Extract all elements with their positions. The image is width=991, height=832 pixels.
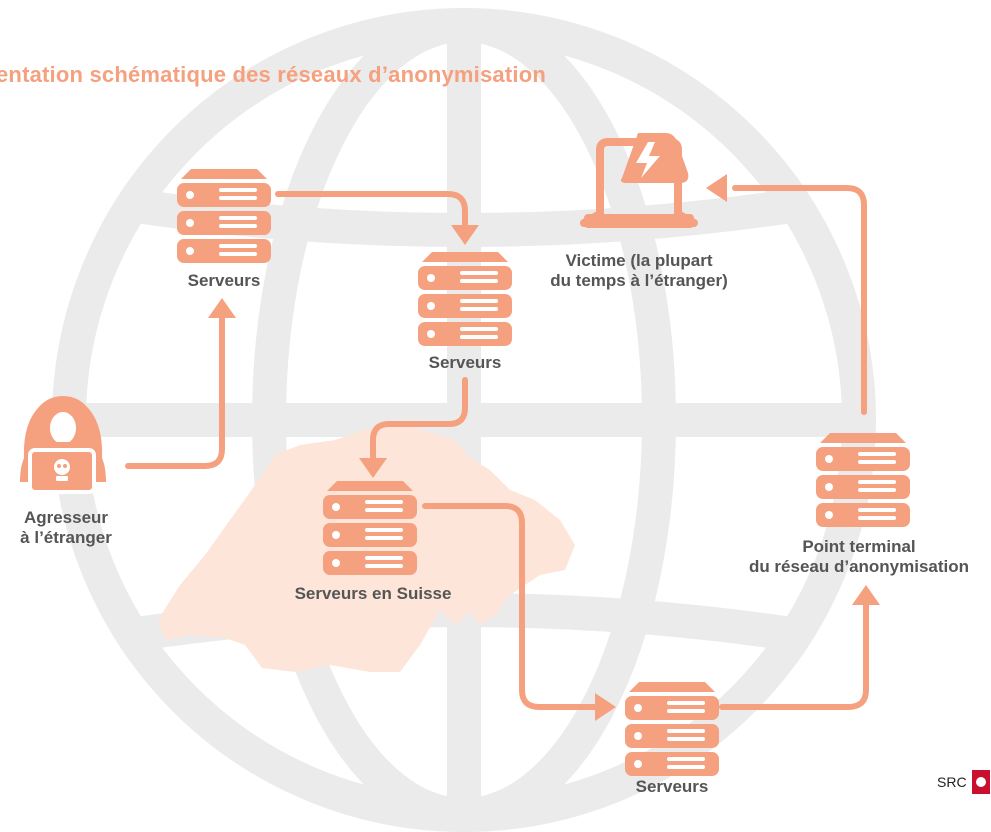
servers-middle-label: Serveurs bbox=[428, 353, 502, 372]
laptop-lightning-icon bbox=[580, 133, 698, 228]
endpoint-label: Point terminal du réseau d’anonymisation bbox=[730, 537, 988, 577]
server-icon bbox=[816, 433, 910, 527]
switzerland-map bbox=[158, 425, 575, 672]
src-logo-text: SRC bbox=[935, 770, 972, 794]
servers-bottom-label: Serveurs bbox=[635, 777, 709, 796]
attacker-label: Agresseur à l’étranger bbox=[4, 508, 128, 548]
arrowheads bbox=[208, 174, 880, 721]
server-icon bbox=[418, 252, 512, 346]
endpoint-label-line1: Point terminal bbox=[802, 537, 916, 556]
src-logo-mark-icon bbox=[971, 770, 990, 794]
victim-label-line1: Victime (la plupart bbox=[565, 251, 713, 270]
servers-top-left-label: Serveurs bbox=[187, 271, 261, 290]
victim-label: Victime (la plupart du temps à l’étrange… bbox=[514, 251, 764, 291]
server-icon bbox=[323, 481, 417, 575]
attacker-label-line1: Agresseur bbox=[23, 508, 109, 527]
diagram-title: entation schématique des réseaux d’anony… bbox=[0, 62, 546, 87]
src-logo: SRC bbox=[935, 770, 990, 794]
connectors bbox=[125, 185, 869, 710]
servers-switzerland-label: Serveurs en Suisse bbox=[294, 584, 452, 603]
attacker-label-line2: à l’étranger bbox=[20, 528, 112, 547]
victim-label-line2: du temps à l’étranger) bbox=[550, 271, 728, 290]
server-icon bbox=[625, 682, 719, 776]
server-icon bbox=[177, 169, 271, 263]
endpoint-label-line2: du réseau d’anonymisation bbox=[748, 557, 970, 576]
hooded-hacker-icon bbox=[20, 396, 106, 494]
